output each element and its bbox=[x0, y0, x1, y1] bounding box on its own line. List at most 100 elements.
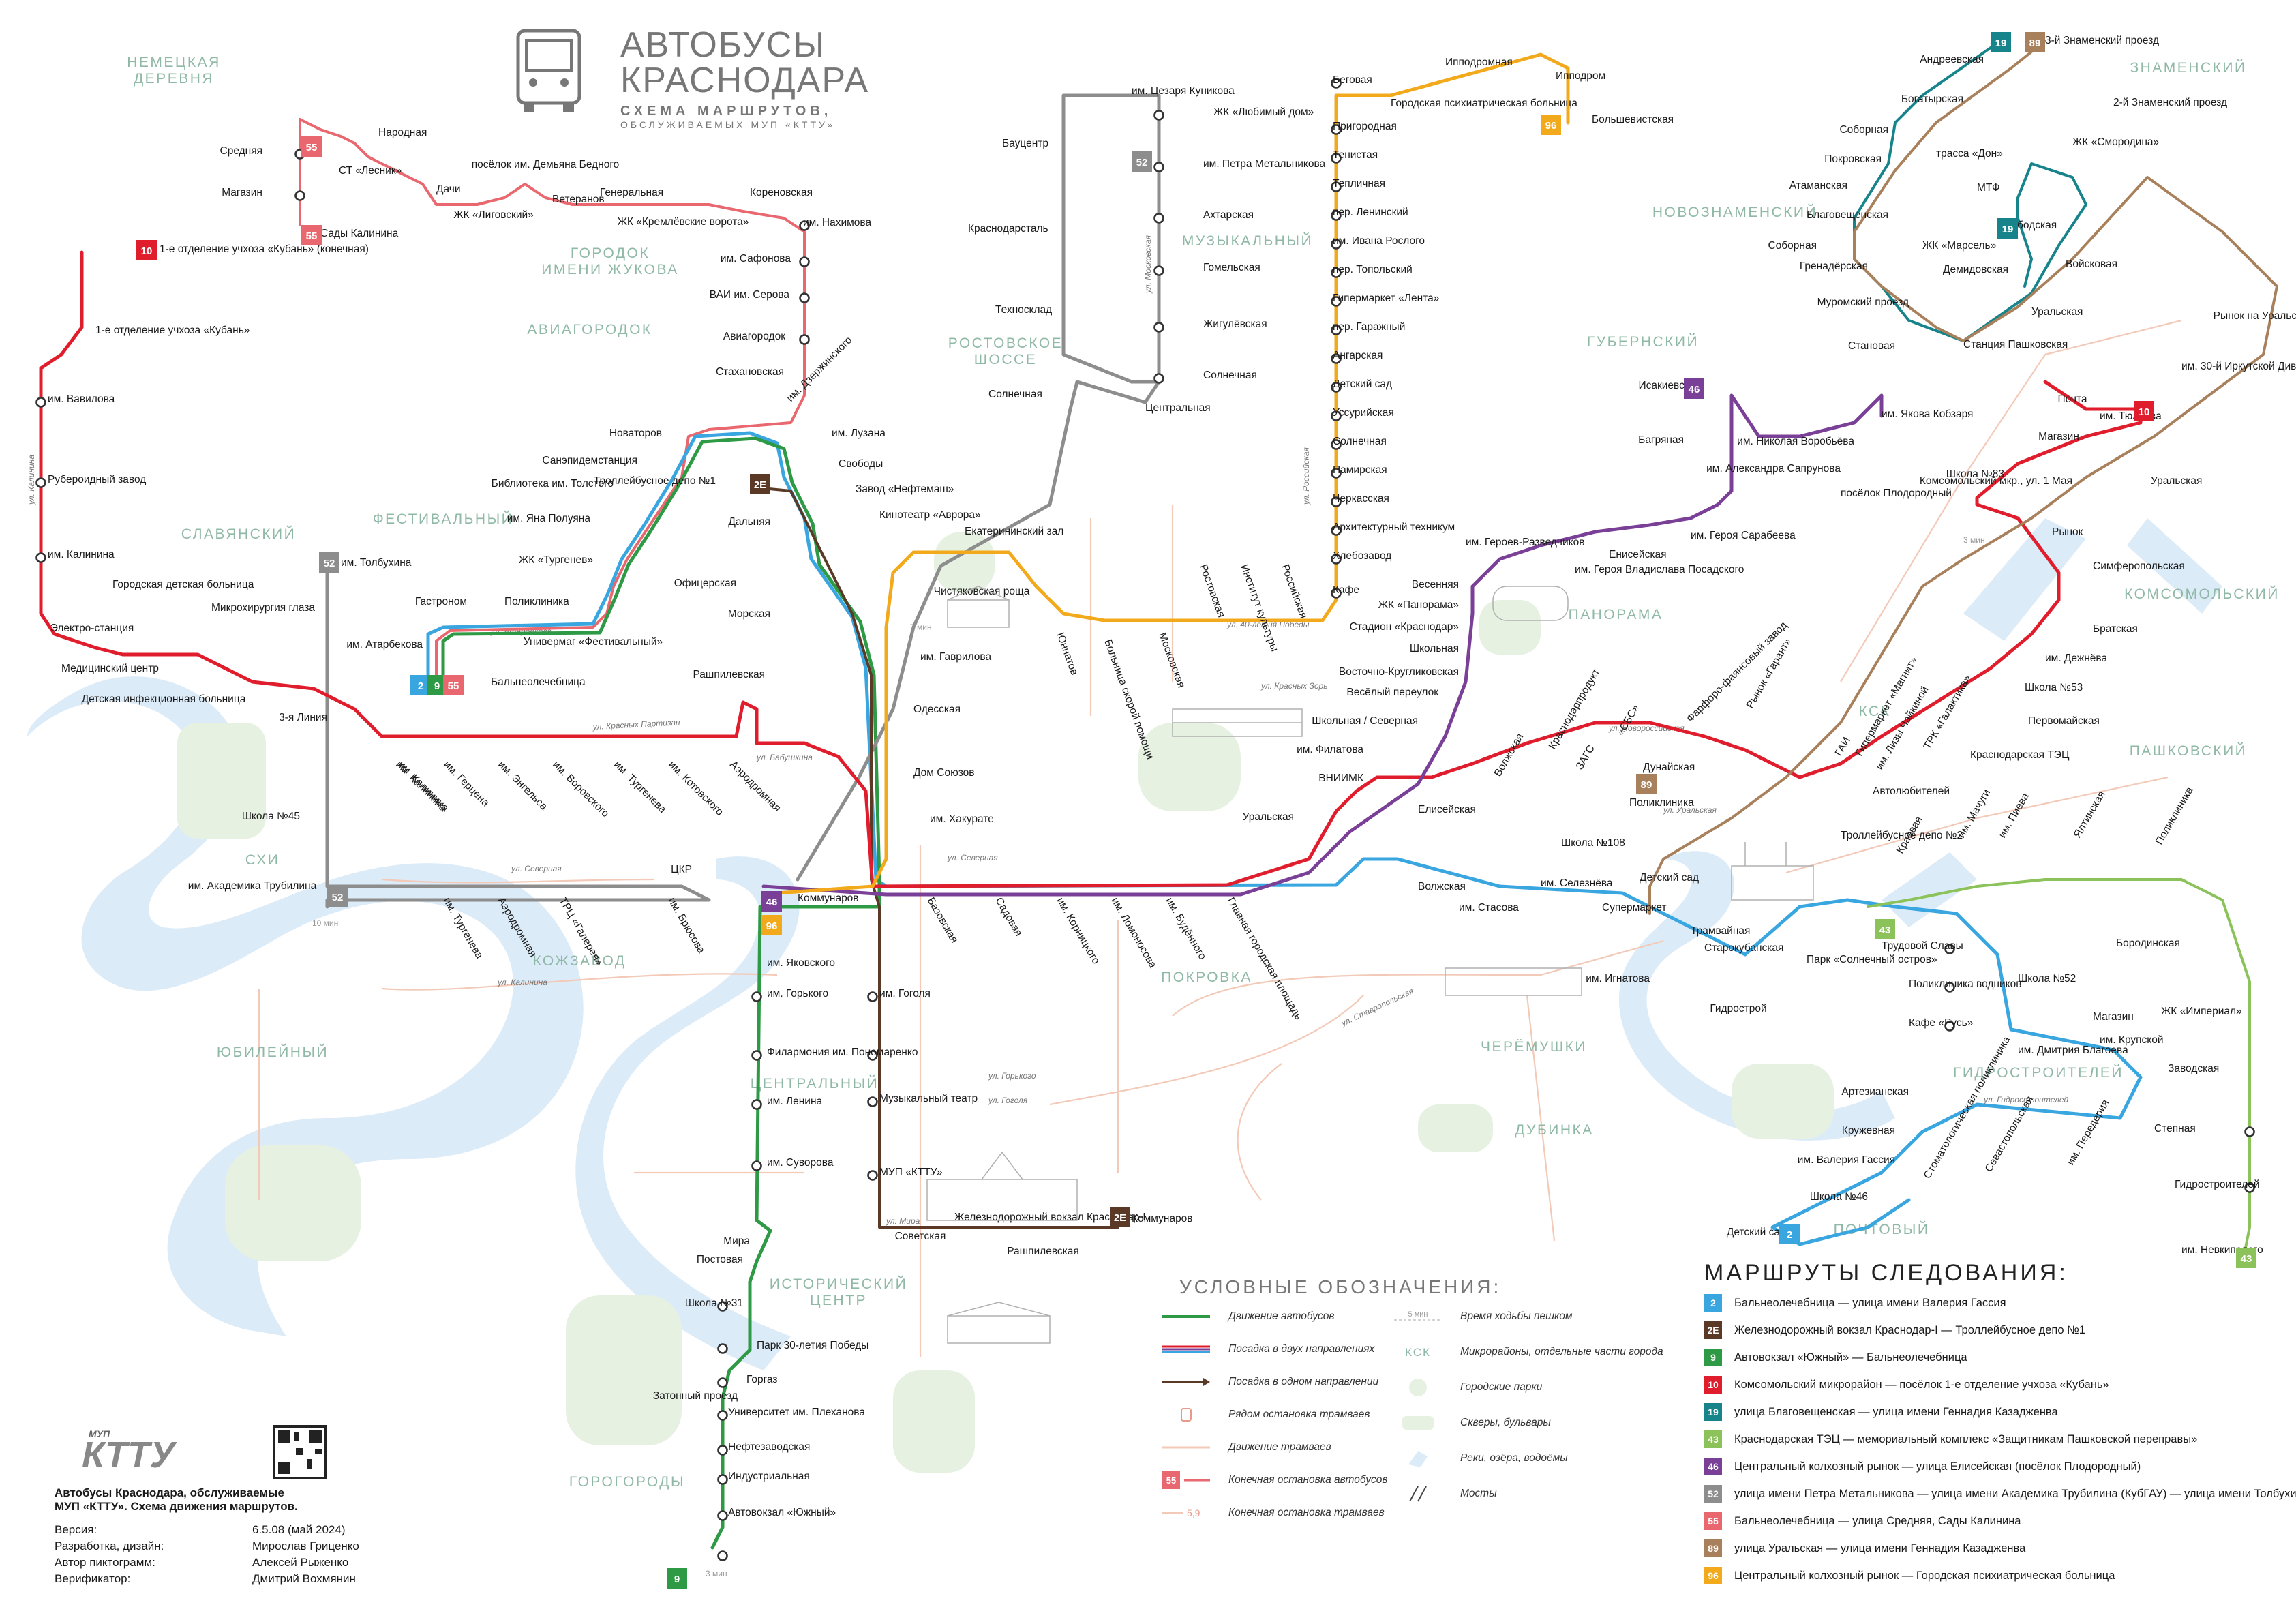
stop-label[interactable]: Почта bbox=[2057, 393, 2087, 405]
stop-dot[interactable] bbox=[294, 190, 305, 201]
stop-label[interactable]: Детская инфекционная больница bbox=[82, 693, 246, 705]
stop-label[interactable]: Школа №45 bbox=[242, 811, 300, 822]
stop-label[interactable]: 2-й Знаменский проезд bbox=[2113, 97, 2227, 108]
stop-dot[interactable] bbox=[717, 1550, 728, 1561]
stop-label[interactable]: Заводская bbox=[2168, 1063, 2219, 1074]
stop-label[interactable]: Бауцентр bbox=[1002, 138, 1048, 149]
stop-label[interactable]: Краснодарпродукт bbox=[1547, 667, 1602, 751]
stop-label[interactable]: Офицерская bbox=[674, 577, 736, 589]
stop-label[interactable]: Кореновская bbox=[750, 187, 813, 198]
stop-label[interactable]: Уссурийская bbox=[1333, 407, 1394, 419]
stop-label[interactable]: им. Селезнёва bbox=[1541, 877, 1613, 889]
stop-dot[interactable] bbox=[799, 220, 810, 231]
stop-label[interactable]: им. Героя Владислава Посадского bbox=[1575, 564, 1744, 575]
stop-label[interactable]: им. Котовского bbox=[666, 759, 725, 818]
stop-dot[interactable] bbox=[1331, 181, 1342, 192]
stop-label[interactable]: Екатерининский зал bbox=[965, 526, 1063, 537]
stop-label[interactable]: Мира bbox=[723, 1235, 750, 1247]
stop-label[interactable]: Трудовой Славы bbox=[1882, 940, 1963, 952]
stop-dot[interactable] bbox=[1153, 322, 1164, 333]
stop-label[interactable]: Поликлиника водников bbox=[1909, 978, 2021, 990]
stop-label[interactable]: Пригородная bbox=[1333, 121, 1397, 132]
stop-dot[interactable] bbox=[1944, 944, 1955, 954]
stop-label[interactable]: ВНИИМК bbox=[1318, 772, 1363, 784]
stop-label[interactable]: Гомельская bbox=[1203, 262, 1260, 273]
stop-label[interactable]: Народная bbox=[378, 127, 427, 138]
stop-label[interactable]: Парк 30-летия Победы bbox=[757, 1340, 868, 1351]
stop-label[interactable]: Генеральная bbox=[600, 187, 663, 198]
stop-label[interactable]: Поликлиника bbox=[504, 596, 569, 607]
stop-dot[interactable] bbox=[1331, 296, 1342, 307]
stop-label[interactable]: им. Ломоносова bbox=[1109, 896, 1159, 971]
stop-label[interactable]: им. Атарбекова bbox=[346, 639, 423, 650]
stop-label[interactable]: Памирская bbox=[1333, 464, 1387, 476]
stop-dot[interactable] bbox=[1331, 78, 1342, 89]
stop-label[interactable]: им. Дмитрия Благоева bbox=[2018, 1044, 2128, 1056]
stop-label[interactable]: Жигулёвская bbox=[1203, 318, 1267, 330]
stop-label[interactable]: им. Ивана Рослого bbox=[1333, 235, 1425, 247]
stop-label[interactable]: посёлок Плодородный bbox=[1841, 487, 1952, 499]
stop-label[interactable]: Кафе «Русь» bbox=[1909, 1017, 1973, 1029]
stop-label[interactable]: Хлебозавод bbox=[1333, 550, 1391, 562]
stop-label[interactable]: Морская bbox=[728, 608, 770, 620]
stop-label[interactable]: Стахановская bbox=[716, 366, 784, 378]
stop-label[interactable]: им. Толбухина bbox=[341, 557, 412, 569]
stop-dot[interactable] bbox=[2244, 1126, 2255, 1137]
stop-label[interactable]: им. Яна Полуяна bbox=[507, 513, 591, 524]
stop-label[interactable]: Школа №46 bbox=[1810, 1191, 1868, 1203]
stop-dot[interactable] bbox=[1331, 410, 1342, 421]
stop-label[interactable]: Уральская bbox=[1243, 811, 1294, 823]
route-badge-52[interactable]: 52 bbox=[319, 552, 339, 573]
stop-label[interactable]: Горгаз bbox=[746, 1374, 777, 1385]
stop-label[interactable]: МТФ bbox=[1977, 182, 2000, 194]
stop-dot[interactable] bbox=[1331, 153, 1342, 164]
stop-label[interactable]: им. Ленина bbox=[767, 1096, 822, 1107]
stop-label[interactable]: им. Энгельса bbox=[496, 759, 549, 813]
stop-label[interactable]: Енисейская bbox=[1609, 549, 1666, 560]
stop-label[interactable]: Поликлиника bbox=[2154, 785, 2196, 847]
route-badge-43[interactable]: 43 bbox=[1875, 919, 1895, 939]
stop-label[interactable]: им. Передерия bbox=[2065, 1098, 2112, 1167]
stop-label[interactable]: Тепличная bbox=[1333, 178, 1385, 190]
stop-dot[interactable] bbox=[1331, 210, 1342, 221]
stop-label[interactable]: Дом Союзов bbox=[913, 767, 974, 779]
stop-label[interactable]: им. Вавилова bbox=[48, 393, 115, 405]
stop-label[interactable]: ЖК «Панорама» bbox=[1378, 599, 1459, 611]
stop-label[interactable]: Одесская bbox=[913, 704, 961, 715]
route-badge-2[interactable]: 2 bbox=[1779, 1224, 1800, 1244]
stop-label[interactable]: Авиагородок bbox=[723, 331, 785, 342]
stop-label[interactable]: Кафе bbox=[1333, 584, 1359, 596]
stop-label[interactable]: Станция Пашковская bbox=[1963, 339, 2068, 350]
stop-label[interactable]: Гидрострой bbox=[1710, 1003, 1766, 1014]
route-badge-96[interactable]: 96 bbox=[761, 915, 782, 935]
stop-label[interactable]: им. Пиева bbox=[1997, 791, 2031, 840]
stop-label[interactable]: Новаторов bbox=[609, 427, 662, 439]
stop-label[interactable]: ЖК «Марсель» bbox=[1922, 240, 1996, 252]
stop-label[interactable]: Дунайская bbox=[1643, 762, 1695, 773]
stop-label[interactable]: Медицинский центр bbox=[61, 663, 159, 674]
stop-label[interactable]: Волжская bbox=[1418, 881, 1466, 892]
stop-dot[interactable] bbox=[717, 1445, 728, 1456]
stop-label[interactable]: Индустриальная bbox=[728, 1471, 810, 1482]
stop-label[interactable]: Завод «Нефтемаш» bbox=[856, 483, 954, 495]
stop-label[interactable]: Школа №53 bbox=[2025, 682, 2083, 693]
stop-label[interactable]: Восточно-Кругликовская bbox=[1339, 666, 1459, 678]
stop-label[interactable]: им. Калинина bbox=[48, 549, 115, 560]
stop-label[interactable]: Бородинская bbox=[2116, 937, 2180, 949]
stop-label[interactable]: трасса «Дон» bbox=[1936, 148, 2003, 160]
stop-label[interactable]: Институт культуры bbox=[1238, 563, 1280, 653]
stop-label[interactable]: 1-е отделение учхоза «Кубань» (конечная) bbox=[160, 243, 369, 255]
stop-dot[interactable] bbox=[1331, 554, 1342, 565]
stop-dot[interactable] bbox=[799, 256, 810, 267]
stop-label[interactable]: Магазин bbox=[222, 187, 262, 198]
stop-label[interactable]: Ахтарская bbox=[1203, 209, 1254, 221]
route-badge-52[interactable]: 52 bbox=[327, 886, 348, 907]
stop-label[interactable]: посёлок им. Демьяна Бедного bbox=[472, 159, 620, 170]
stop-dot[interactable] bbox=[867, 1050, 878, 1061]
stop-label[interactable]: Школьная / Северная bbox=[1312, 715, 1418, 727]
stop-label[interactable]: ЖК «Любимый дом» bbox=[1213, 106, 1314, 118]
stop-dot[interactable] bbox=[1153, 213, 1164, 224]
stop-label[interactable]: Гастроном bbox=[415, 596, 467, 607]
